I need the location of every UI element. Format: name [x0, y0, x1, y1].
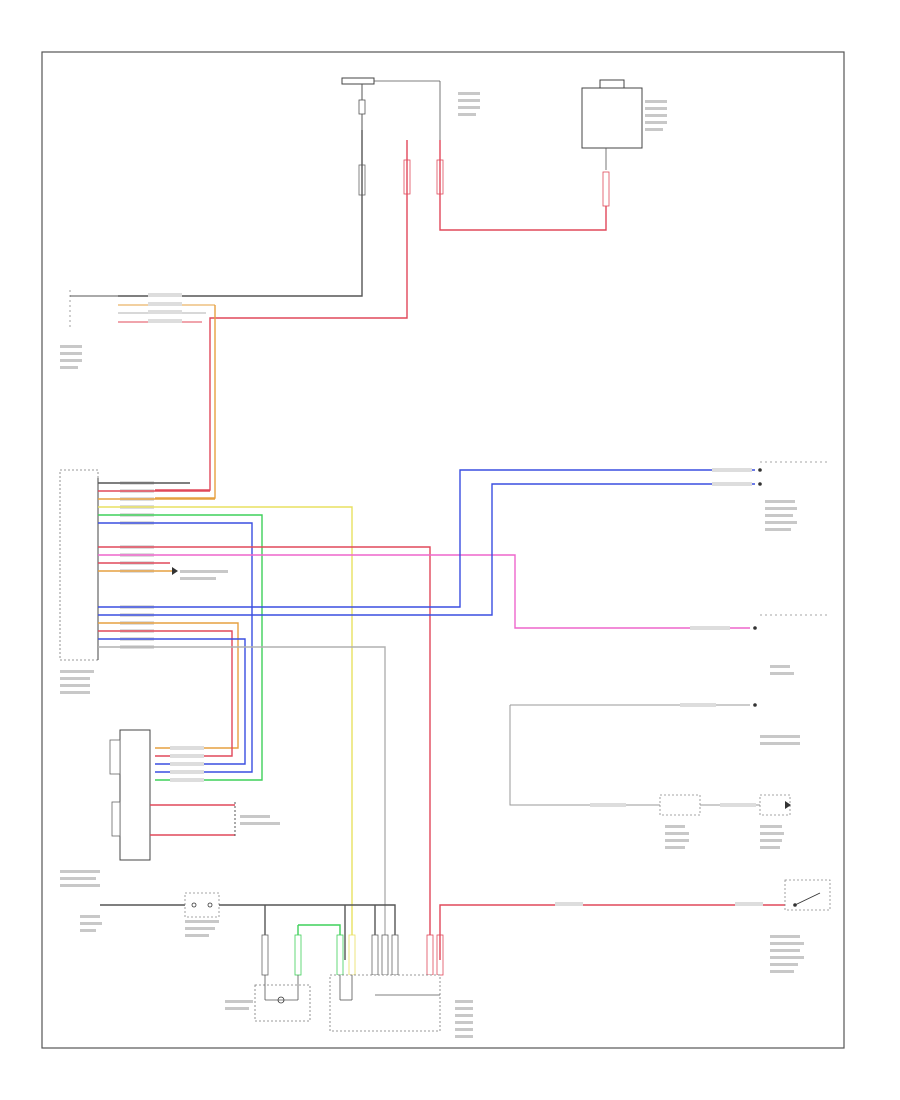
- transponder-module: [59, 469, 99, 661]
- illegible-labels: [60, 92, 804, 1038]
- ground-icon: [785, 801, 791, 809]
- diagram-frame: [41, 51, 845, 1049]
- bottom-connector-stubs: [261, 934, 444, 976]
- connector-icon: [358, 159, 610, 207]
- transponder-pin-tags: [120, 481, 154, 649]
- key-switch: [184, 892, 220, 918]
- junction-top-right: [581, 79, 643, 149]
- switch-icon: [793, 903, 797, 907]
- antenna-pin-tags: [170, 746, 204, 782]
- diode-icon: [172, 567, 178, 575]
- lamp-module: [254, 975, 311, 1022]
- right-upper-module: [758, 461, 830, 486]
- antenna-module: [109, 729, 151, 861]
- bottom-junction: [329, 974, 441, 1032]
- fuse-top: [341, 77, 375, 130]
- right-mid-module: [753, 614, 830, 630]
- left-upper-connector: [69, 290, 215, 330]
- fuse-icon: [358, 99, 366, 115]
- right-lower-module: [509, 703, 791, 816]
- right-bottom-switch: [784, 879, 831, 911]
